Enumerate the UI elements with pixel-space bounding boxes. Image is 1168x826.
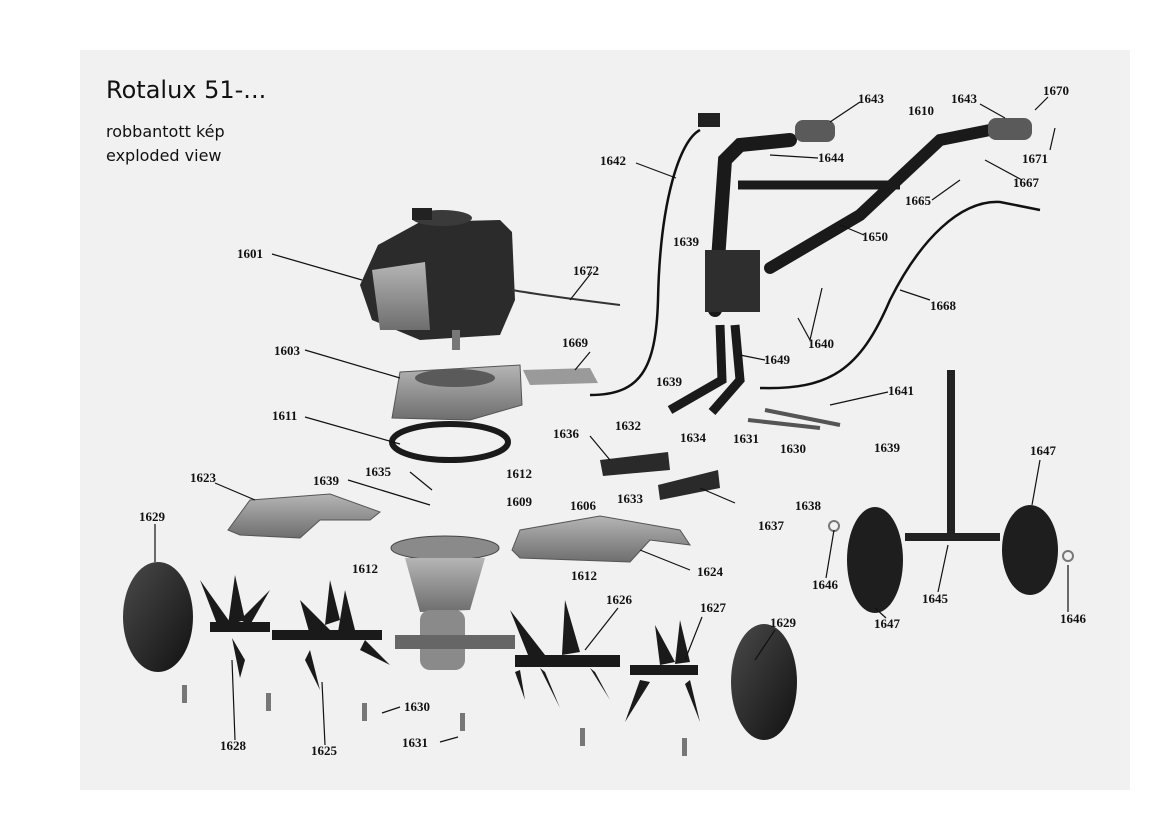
callout-1671: 1671	[1022, 151, 1048, 166]
plate-part	[523, 368, 598, 385]
callout-1633: 1633	[617, 491, 644, 506]
subtitle-hungarian: robbantott kép	[106, 122, 225, 141]
callout-1606: 1606	[570, 498, 597, 513]
callout-1646-left: 1646	[812, 577, 839, 592]
callout-1612-left: 1612	[352, 561, 378, 576]
handlebar-part	[705, 124, 996, 317]
callout-1636: 1636	[553, 426, 580, 441]
callout-1634: 1634	[680, 430, 707, 445]
leader-lines	[154, 96, 1069, 746]
throttle-lever	[698, 113, 720, 127]
tine-1625-part	[272, 580, 390, 690]
callout-1639-handle: 1639	[673, 234, 700, 249]
callout-1610: 1610	[908, 103, 934, 118]
callout-1630-top: 1630	[780, 441, 806, 456]
axle-rod	[747, 408, 841, 430]
tine-1627-part	[625, 620, 700, 722]
plate-1633	[658, 470, 720, 500]
callout-1631-top: 1631	[733, 431, 759, 446]
callout-1639-axle: 1639	[874, 440, 901, 455]
gearbox-part	[390, 535, 515, 670]
callout-1647-right: 1647	[1030, 443, 1057, 458]
callout-1639-bracket: 1639	[656, 374, 683, 389]
pins-and-clips	[182, 685, 687, 756]
callout-1627: 1627	[700, 600, 727, 615]
callout-1612-top: 1612	[506, 466, 532, 481]
callout-1644: 1644	[818, 150, 845, 165]
callout-1624: 1624	[697, 564, 724, 579]
callout-1639-lower: 1639	[313, 473, 340, 488]
guard-left-part	[227, 493, 382, 539]
engine-cover-part	[391, 364, 523, 421]
callout-1646-right: 1646	[1060, 611, 1087, 626]
callout-1641: 1641	[888, 383, 914, 398]
callout-1649: 1649	[764, 352, 791, 367]
callout-1626: 1626	[606, 592, 633, 607]
cable-1668	[759, 200, 1041, 390]
grip-right	[988, 118, 1032, 140]
engine-part	[360, 208, 621, 350]
callout-1672: 1672	[573, 263, 599, 278]
callout-1650: 1650	[862, 229, 888, 244]
callout-1631-bottom: 1631	[402, 735, 428, 750]
callout-1629-left: 1629	[139, 509, 166, 524]
handlebar-bracket	[667, 324, 745, 415]
plate-1632	[600, 452, 670, 476]
callout-1629-right: 1629	[770, 615, 797, 630]
callout-1667: 1667	[1013, 175, 1040, 190]
wheel-left	[847, 507, 903, 613]
wheel-right	[1002, 505, 1058, 595]
protection-disk-left	[123, 562, 193, 672]
callout-1601: 1601	[237, 246, 263, 261]
callout-1625: 1625	[311, 743, 338, 758]
callout-1642: 1642	[600, 153, 626, 168]
callout-1637: 1637	[758, 518, 785, 533]
wheel-frame-part	[905, 370, 1000, 541]
callout-1611: 1611	[272, 408, 297, 423]
callout-1669: 1669	[562, 335, 589, 350]
callout-1668: 1668	[930, 298, 957, 313]
callout-1632: 1632	[615, 418, 641, 433]
grip-left	[795, 120, 835, 142]
ring-part	[389, 421, 511, 463]
callout-1670: 1670	[1043, 83, 1069, 98]
callout-1640: 1640	[808, 336, 834, 351]
callout-1643-right: 1643	[951, 91, 978, 106]
protection-disk-right	[731, 624, 797, 740]
washer-left	[828, 520, 840, 532]
guard-right-part	[511, 515, 692, 563]
tine-1628-part	[200, 575, 270, 678]
callout-1612-right: 1612	[571, 568, 597, 583]
callout-1665: 1665	[905, 193, 932, 208]
callout-1623: 1623	[190, 470, 217, 485]
callout-1630-bottom: 1630	[404, 699, 430, 714]
callout-1603: 1603	[274, 343, 301, 358]
callout-1647-left: 1647	[874, 616, 901, 631]
cable-1642	[589, 128, 701, 397]
tine-1626-part	[510, 600, 620, 708]
callout-1628: 1628	[220, 738, 247, 753]
callout-1638: 1638	[795, 498, 822, 513]
callout-1645: 1645	[922, 591, 949, 606]
page-title: Rotalux 51-...	[106, 76, 267, 104]
callout-1635: 1635	[365, 464, 392, 479]
subtitle-english: exploded view	[106, 146, 222, 165]
washer-right	[1062, 550, 1074, 562]
callout-1609: 1609	[506, 494, 533, 509]
callout-1643-left: 1643	[858, 91, 885, 106]
